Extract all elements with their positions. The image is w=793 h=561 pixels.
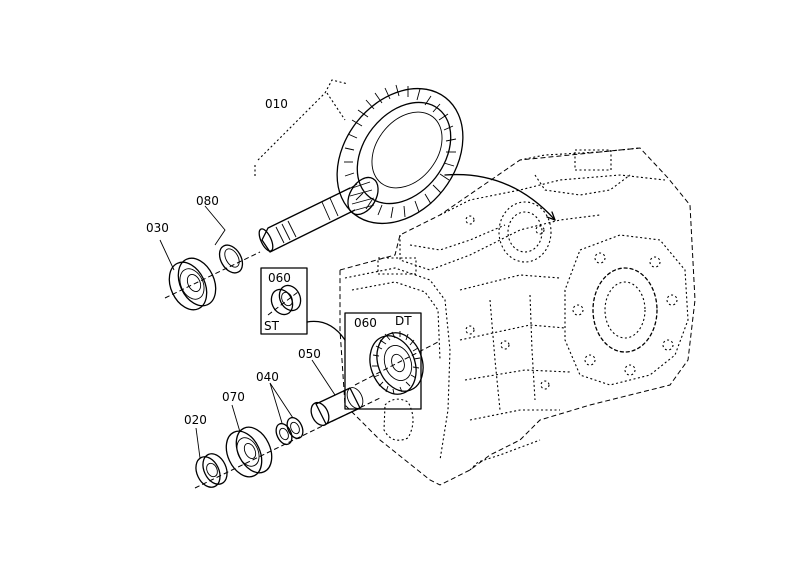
label-080: 080 bbox=[196, 194, 219, 208]
shims-040 bbox=[269, 382, 304, 446]
label-030: 030 bbox=[146, 221, 169, 235]
bearing-030 bbox=[159, 239, 261, 311]
gear-060-dt-box bbox=[344, 312, 439, 410]
label-st: ST bbox=[264, 319, 280, 333]
label-060-st: 060 bbox=[268, 271, 291, 285]
sleeve-050 bbox=[310, 359, 364, 427]
lower-shaft-axis bbox=[194, 397, 381, 489]
label-040: 040 bbox=[256, 370, 279, 384]
label-070: 070 bbox=[222, 390, 245, 404]
transmission-case bbox=[339, 147, 696, 486]
label-050: 050 bbox=[298, 347, 321, 361]
sleeve-060-st-box bbox=[260, 267, 346, 341]
seal-020 bbox=[195, 427, 228, 488]
label-dt: DT bbox=[395, 314, 412, 328]
label-020: 020 bbox=[184, 413, 207, 427]
label-010: 010 bbox=[265, 97, 288, 111]
washer-080 bbox=[204, 205, 244, 274]
label-060-dt: 060 bbox=[354, 316, 377, 330]
bevel-gear-pinion-010 bbox=[254, 79, 556, 253]
bearing-070 bbox=[225, 404, 273, 478]
